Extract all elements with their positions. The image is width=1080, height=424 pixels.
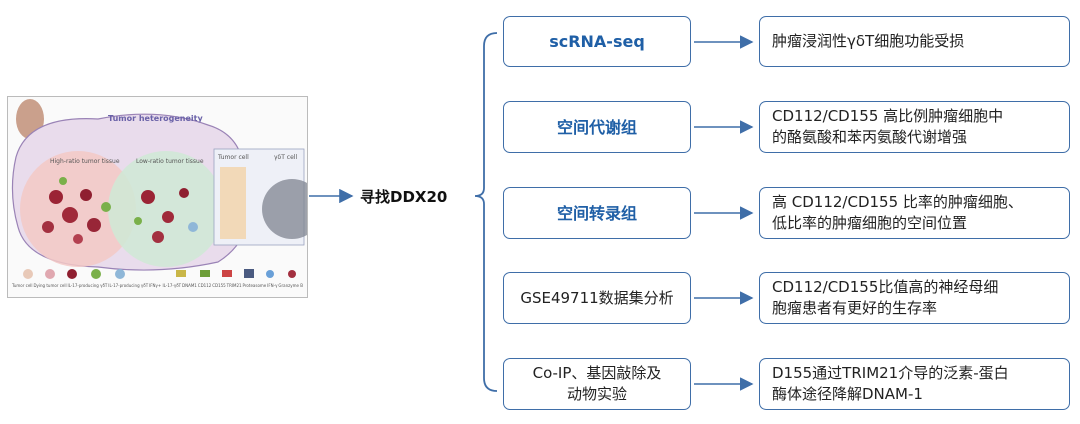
- figure-legend-item: IFN-γ: [267, 283, 278, 288]
- method-box-3: 空间转录组: [503, 187, 691, 239]
- result-box-4: CD112/CD155比值高的神经母细 胞瘤患者有更好的生存率: [759, 272, 1070, 324]
- method-box-4: GSE49711数据集分析: [503, 272, 691, 324]
- figure-legend-item: CD112: [197, 283, 212, 288]
- result-box-2: CD112/CD155 高比例肿瘤细胞中 的酪氨酸和苯丙氨酸代谢增强: [759, 101, 1070, 153]
- figure-legend-item: IFNγ+ IL-17-γδT: [149, 283, 182, 288]
- method-label: GSE49711数据集分析: [520, 288, 674, 307]
- result-line-2: 胞瘤患者有更好的生存率: [772, 299, 938, 317]
- tumor-cell-label: Tumor cell: [217, 154, 249, 161]
- figure-legend-item: DNAM1: [182, 283, 197, 288]
- figure-legend-item: Granzyme B: [278, 283, 303, 288]
- result-line-1: D155通过TRIM21介导的泛素-蛋白: [772, 364, 1009, 382]
- bracket: [474, 32, 498, 392]
- figure-legend-item: Proteasome: [242, 283, 267, 288]
- tumor-figure-art: Tumor heterogeneity High-ratio tumor tis…: [11, 99, 307, 279]
- result-line-1: CD112/CD155 高比例肿瘤细胞中: [772, 107, 1004, 125]
- figure-legend-item: Tumor cell: [12, 283, 33, 288]
- tumor-figure: Tumor heterogeneity High-ratio tumor tis…: [7, 96, 308, 298]
- result-line-1: 肿瘤浸润性γδT细胞功能受损: [772, 32, 965, 50]
- result-box-3: 高 CD112/CD155 比率的肿瘤细胞、 低比率的肿瘤细胞的空间位置: [759, 187, 1070, 239]
- method-label: 空间代谢组: [556, 117, 637, 137]
- method-label: scRNA-seq: [549, 32, 645, 51]
- hub-label: 寻找DDX20: [360, 188, 448, 206]
- result-line-1: 高 CD112/CD155 比率的肿瘤细胞、: [772, 193, 1023, 211]
- method-label: 空间转录组: [556, 203, 637, 223]
- figure-legend-item: IL-17-producing γδT: [108, 283, 149, 288]
- method-box-1: scRNA-seq: [503, 16, 691, 67]
- result-line-1: CD112/CD155比值高的神经母细: [772, 278, 999, 296]
- figure-legend-item: Dying tumor cell: [33, 283, 67, 288]
- region-right-label: Low-ratio tumor tissue: [136, 158, 204, 165]
- region-left-label: High-ratio tumor tissue: [50, 158, 120, 165]
- result-box-5: D155通过TRIM21介导的泛素-蛋白 酶体途径降解DNAM-1: [759, 358, 1070, 410]
- figure-legend-item: IL-17-producing γδT: [67, 283, 108, 288]
- method-label-line-2: 动物实验: [566, 385, 627, 403]
- gd-cell-label: γδT cell: [274, 154, 297, 161]
- result-box-1: 肿瘤浸润性γδT细胞功能受损: [759, 16, 1070, 67]
- result-line-2: 酶体途径降解DNAM-1: [772, 385, 923, 403]
- figure-legend-item: TRIM21: [226, 283, 242, 288]
- method-box-5: Co-IP、基因敲除及 动物实验: [503, 358, 691, 410]
- figure-title: Tumor heterogeneity: [108, 114, 203, 123]
- result-line-2: 的酪氨酸和苯丙氨酸代谢增强: [772, 128, 968, 146]
- result-line-2: 低比率的肿瘤细胞的空间位置: [772, 214, 968, 232]
- method-box-2: 空间代谢组: [503, 101, 691, 153]
- method-label-line-1: Co-IP、基因敲除及: [532, 364, 662, 382]
- figure-legend-item: CD155: [212, 283, 226, 288]
